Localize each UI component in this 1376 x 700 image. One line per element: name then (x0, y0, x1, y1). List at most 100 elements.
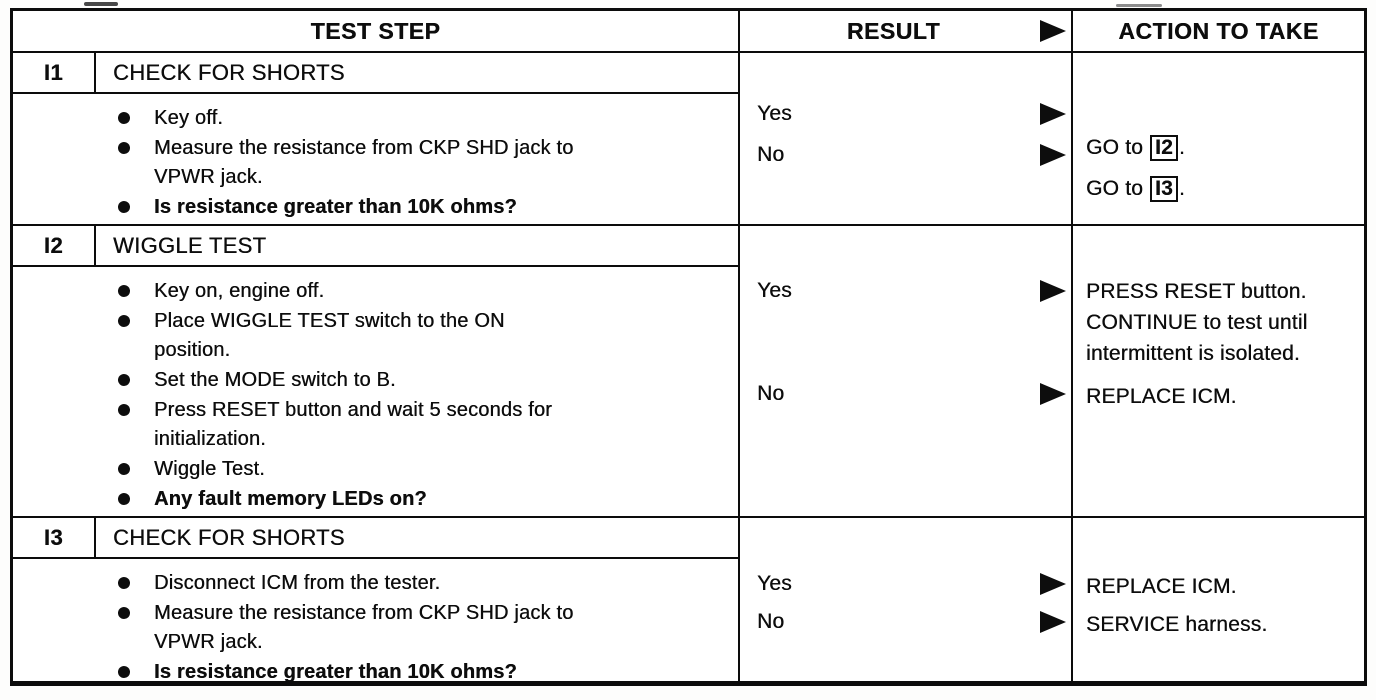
action-item: PRESS RESET button. CONTINUE to test unt… (1086, 280, 1308, 365)
step-title: CHECK FOR SHORTS (113, 59, 345, 85)
result-arrow-icon (1040, 103, 1066, 125)
action-item: SERVICE harness. (1086, 613, 1268, 636)
header-result: RESULT (740, 11, 1073, 51)
bullet-icon (118, 285, 130, 297)
instruction-text: Key off. (154, 107, 224, 129)
instruction-question: Is resistance greater than 10K ohms? (154, 196, 517, 218)
bullet-icon (118, 374, 130, 386)
pinpoint-test-table: TEST STEP RESULT ACTION TO TAKE I1 CHECK… (10, 8, 1367, 686)
instruction-item: Key off. (118, 104, 726, 133)
instruction-text: Key on, engine off. (154, 280, 325, 302)
test-step-section-i1: I1 CHECK FOR SHORTS Key off. Measure the… (13, 53, 1364, 224)
instruction-item: Any fault memory LEDs on? (118, 485, 726, 514)
result-cell: Yes No (740, 226, 1073, 516)
step-instructions: Disconnect ICM from the tester. Measure … (13, 559, 738, 687)
result-arrow-icon (1040, 383, 1066, 405)
scan-artifact (84, 2, 118, 6)
action-text: GO to (1086, 177, 1144, 200)
action-cell: REPLACE ICM. SERVICE harness. (1073, 518, 1364, 681)
instruction-item: Place WIGGLE TEST switch to the ON posit… (118, 307, 726, 365)
step-reference-box: I2 (1150, 135, 1178, 161)
instruction-text: Set the MODE switch to B. (154, 369, 396, 391)
instruction-item: Measure the resistance from CKP SHD jack… (118, 599, 726, 657)
test-step-cell: I3 CHECK FOR SHORTS Disconnect ICM from … (13, 518, 740, 683)
header-action: ACTION TO TAKE (1073, 11, 1364, 51)
instruction-text: Press RESET button and wait 5 seconds fo… (154, 399, 553, 450)
result-row: No (740, 381, 1071, 407)
bullet-icon (118, 201, 130, 213)
instruction-question: Is resistance greater than 10K ohms? (154, 661, 517, 683)
header-action-label: ACTION TO TAKE (1118, 17, 1319, 44)
result-arrow-icon (1040, 144, 1066, 166)
step-title-row: I1 CHECK FOR SHORTS (13, 53, 738, 94)
header-test-step-label: TEST STEP (310, 17, 441, 44)
step-id: I2 (13, 226, 96, 265)
instruction-question: Any fault memory LEDs on? (154, 488, 427, 510)
instruction-item: Set the MODE switch to B. (118, 366, 726, 395)
result-label: No (757, 382, 785, 405)
result-label: Yes (757, 572, 792, 595)
result-cell: Yes No (740, 518, 1073, 681)
step-title-row: I2 WIGGLE TEST (13, 226, 738, 267)
bullet-icon (118, 666, 130, 678)
result-row: Yes (740, 101, 1071, 127)
step-id: I1 (13, 53, 96, 92)
instruction-item: Wiggle Test. (118, 455, 726, 484)
step-title: WIGGLE TEST (113, 232, 267, 258)
instruction-text: Wiggle Test. (154, 458, 265, 480)
result-label: Yes (757, 279, 792, 302)
result-arrow-icon (1040, 611, 1066, 633)
step-id: I3 (13, 518, 96, 557)
result-row: No (740, 142, 1071, 168)
result-label: No (757, 143, 785, 166)
result-row: No (740, 609, 1071, 635)
result-row: Yes (740, 278, 1071, 304)
header-test-step: TEST STEP (13, 11, 740, 51)
result-arrow-icon (1040, 280, 1066, 302)
step-reference-box: I3 (1150, 176, 1178, 202)
bullet-icon (118, 607, 130, 619)
step-instructions: Key on, engine off. Place WIGGLE TEST sw… (13, 267, 738, 514)
test-step-cell: I1 CHECK FOR SHORTS Key off. Measure the… (13, 53, 740, 224)
instruction-item: Key on, engine off. (118, 277, 726, 306)
result-arrow-icon (1040, 20, 1066, 42)
result-row: Yes (740, 571, 1071, 597)
result-cell: Yes No (740, 53, 1073, 224)
instruction-item: Is resistance greater than 10K ohms? (118, 658, 726, 687)
result-arrow-icon (1040, 573, 1066, 595)
instruction-text: Place WIGGLE TEST switch to the ON posit… (154, 310, 505, 361)
test-step-cell: I2 WIGGLE TEST Key on, engine off. Place… (13, 226, 740, 516)
action-item: REPLACE ICM. (1086, 575, 1237, 598)
bullet-icon (118, 463, 130, 475)
action-text: GO to (1086, 136, 1144, 159)
instruction-item: Press RESET button and wait 5 seconds fo… (118, 396, 726, 454)
header-result-label: RESULT (846, 17, 941, 44)
action-item: REPLACE ICM. (1086, 385, 1237, 408)
step-title-row: I3 CHECK FOR SHORTS (13, 518, 738, 559)
step-instructions: Key off. Measure the resistance from CKP… (13, 94, 738, 222)
instruction-text: Measure the resistance from CKP SHD jack… (154, 602, 574, 653)
table-header-row: TEST STEP RESULT ACTION TO TAKE (13, 11, 1364, 53)
action-item: GO to I3. (1086, 142, 1360, 204)
bullet-icon (118, 112, 130, 124)
bullet-icon (118, 404, 130, 416)
bullet-icon (118, 577, 130, 589)
instruction-text: Measure the resistance from CKP SHD jack… (154, 137, 574, 188)
action-text: . (1178, 177, 1185, 200)
action-cell: GO to I2. GO to I3. (1073, 53, 1364, 224)
test-step-section-i2: I2 WIGGLE TEST Key on, engine off. Place… (13, 224, 1364, 516)
scan-artifact (1116, 4, 1162, 7)
bullet-icon (118, 315, 130, 327)
step-title: CHECK FOR SHORTS (113, 524, 345, 550)
result-label: Yes (757, 102, 792, 125)
result-label: No (757, 610, 785, 633)
instruction-item: Disconnect ICM from the tester. (118, 569, 726, 598)
instruction-item: Measure the resistance from CKP SHD jack… (118, 134, 726, 192)
instruction-item: Is resistance greater than 10K ohms? (118, 193, 726, 222)
instruction-text: Disconnect ICM from the tester. (154, 572, 441, 594)
test-step-section-i3: I3 CHECK FOR SHORTS Disconnect ICM from … (13, 516, 1364, 683)
action-cell: PRESS RESET button. CONTINUE to test unt… (1073, 226, 1364, 516)
bullet-icon (118, 142, 130, 154)
